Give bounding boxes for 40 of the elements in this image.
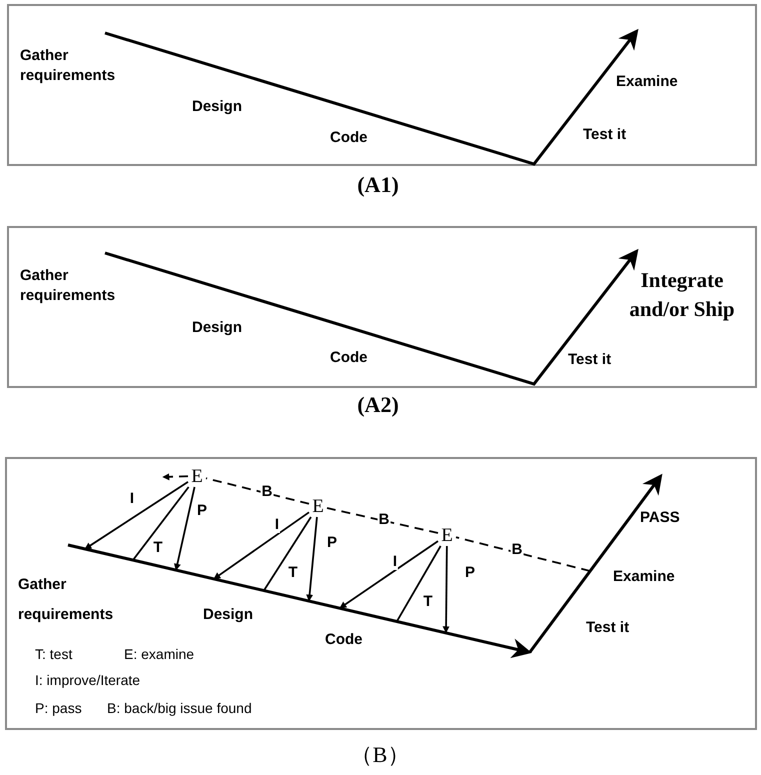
stage-label: Code: [330, 348, 368, 368]
stage-label: Design: [192, 318, 242, 338]
stage-label: Test it: [586, 618, 630, 638]
key-text: B: back/big issue found: [107, 699, 252, 718]
stage-label: Gather requirements: [18, 575, 114, 625]
panel-caption: （B）: [350, 744, 410, 766]
arrow: [339, 540, 438, 609]
stage-letter: E: [438, 524, 456, 546]
key-text: I: improve/Iterate: [35, 671, 140, 690]
stage-letter: E: [309, 495, 327, 517]
edge-label: I: [392, 554, 398, 570]
panel-caption: (A1): [357, 174, 399, 196]
stage-label: Examine: [616, 72, 678, 92]
panel-caption: (A2): [357, 394, 399, 416]
stage-label: Gather requirements: [20, 46, 116, 86]
arrow: [442, 546, 450, 634]
stage-label: Code: [330, 128, 368, 148]
arrow: [174, 486, 196, 571]
key-text: E: examine: [124, 645, 194, 664]
edge-label: B: [510, 542, 524, 558]
stage-label: Test it: [568, 350, 612, 370]
stage-label: Design: [192, 97, 242, 117]
dashed-arrow: [162, 473, 188, 480]
stage-letter: E: [188, 465, 206, 487]
key-text: P: pass: [35, 699, 82, 718]
stage-label: Test it: [583, 125, 626, 145]
stage-label: Design: [203, 605, 254, 625]
panel-frame: [5, 457, 757, 730]
stage-label: PASS: [640, 508, 680, 528]
panel-frame: [7, 4, 757, 166]
stage-label: Examine: [613, 567, 675, 587]
arrow: [213, 512, 310, 580]
stage-label: Gather requirements: [20, 266, 116, 306]
arrow: [84, 481, 188, 550]
edge-label: I: [274, 517, 280, 533]
stage-label: Integrate and/or Ship: [628, 267, 736, 323]
panel-frame: [7, 226, 757, 388]
arrow: [306, 516, 318, 602]
stage-label: Code: [325, 630, 362, 650]
key-text: T: test: [35, 645, 72, 664]
